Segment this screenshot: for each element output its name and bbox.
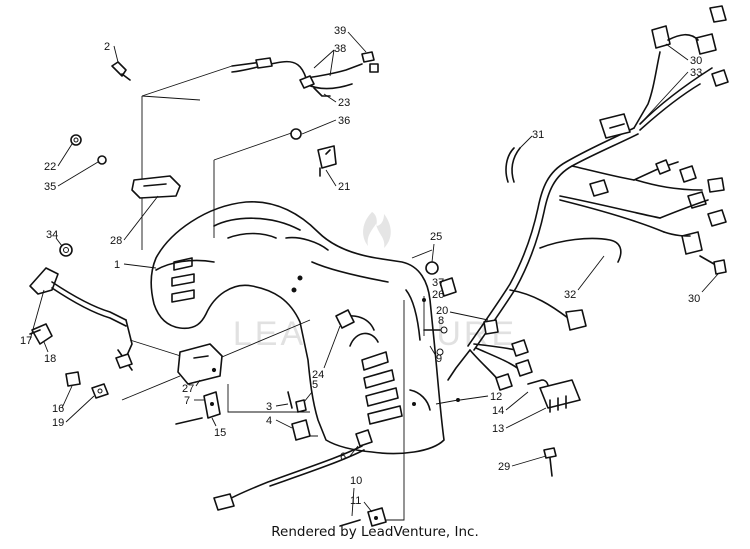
svg-text:20: 20 xyxy=(436,305,448,317)
svg-text:1: 1 xyxy=(114,259,120,271)
callout-13: 13 xyxy=(492,407,547,435)
svg-text:24: 24 xyxy=(312,369,324,381)
svg-text:9: 9 xyxy=(436,353,442,365)
callout-8: 8 xyxy=(438,315,444,327)
callouts: 1 2 3 4 5 6 7 8 9 xyxy=(20,25,719,517)
callout-31: 31 xyxy=(519,129,544,149)
svg-text:39: 39 xyxy=(334,25,346,37)
svg-text:27: 27 xyxy=(182,383,194,395)
callout-26: 26 xyxy=(432,289,444,301)
callout-24: 24 xyxy=(312,325,341,381)
svg-text:8: 8 xyxy=(438,315,444,327)
svg-text:33: 33 xyxy=(690,67,702,79)
svg-text:4: 4 xyxy=(266,415,272,427)
callout-23: 23 xyxy=(323,93,350,109)
top-wiring xyxy=(70,51,379,199)
callout-14: 14 xyxy=(492,391,529,417)
svg-text:30: 30 xyxy=(688,293,700,305)
callout-17: 17 xyxy=(20,289,45,347)
svg-text:6: 6 xyxy=(340,451,346,463)
callout-37: 37 xyxy=(432,277,444,289)
callout-2: 2 xyxy=(104,41,119,63)
callout-32: 32 xyxy=(564,255,605,301)
svg-text:19: 19 xyxy=(52,417,64,429)
svg-text:16: 16 xyxy=(52,403,64,415)
svg-text:25: 25 xyxy=(430,231,442,243)
svg-text:22: 22 xyxy=(44,161,56,173)
svg-text:26: 26 xyxy=(432,289,444,301)
svg-text:36: 36 xyxy=(338,115,350,127)
callout-9: 9 xyxy=(436,353,442,365)
callout-25: 25 xyxy=(430,231,442,263)
svg-text:10: 10 xyxy=(350,475,362,487)
svg-text:3: 3 xyxy=(266,401,272,413)
callout-19: 19 xyxy=(52,395,95,429)
svg-text:28: 28 xyxy=(110,235,122,247)
svg-text:11: 11 xyxy=(350,495,361,507)
svg-text:23: 23 xyxy=(338,97,350,109)
svg-text:18: 18 xyxy=(44,353,56,365)
wiring-harness xyxy=(422,5,729,477)
callout-4: 4 xyxy=(266,415,293,429)
callout-10: 10 xyxy=(350,475,362,517)
svg-text:29: 29 xyxy=(498,461,510,473)
callout-30a: 30 xyxy=(665,43,702,67)
callout-12: 12 xyxy=(459,391,502,403)
callout-6: 6 xyxy=(340,445,359,463)
svg-text:21: 21 xyxy=(338,181,350,193)
svg-text:12: 12 xyxy=(490,391,502,403)
svg-text:17: 17 xyxy=(20,335,32,347)
footer-credit: Rendered by LeadVenture, Inc. xyxy=(271,524,479,540)
front-panel-hood xyxy=(150,201,445,455)
callout-21: 21 xyxy=(325,169,350,193)
svg-text:34: 34 xyxy=(46,229,58,241)
callout-34: 34 xyxy=(46,229,63,247)
svg-text:38: 38 xyxy=(334,43,346,55)
svg-text:2: 2 xyxy=(104,41,110,53)
svg-text:30: 30 xyxy=(690,55,702,67)
callout-16: 16 xyxy=(52,385,73,415)
svg-text:31: 31 xyxy=(532,129,544,141)
svg-text:5: 5 xyxy=(312,379,318,391)
callout-20: 20 xyxy=(436,305,489,321)
callout-27: 27 xyxy=(182,379,201,395)
svg-text:15: 15 xyxy=(214,427,226,439)
svg-text:13: 13 xyxy=(492,423,504,435)
callout-30b: 30 xyxy=(688,273,719,305)
svg-text:37: 37 xyxy=(432,277,444,289)
callout-28: 28 xyxy=(110,195,159,247)
flame-logo-icon xyxy=(363,212,391,248)
callout-39: 39 xyxy=(334,25,367,53)
left-components xyxy=(29,243,223,425)
callout-38: 38 xyxy=(313,43,346,77)
callout-7: 7 xyxy=(184,395,204,407)
callout-33: 33 xyxy=(639,67,702,125)
svg-text:14: 14 xyxy=(492,405,504,417)
callout-36: 36 xyxy=(301,115,350,135)
callout-29: 29 xyxy=(498,455,547,473)
callout-35: 35 xyxy=(44,161,99,193)
callout-22: 22 xyxy=(44,143,73,173)
callout-3: 3 xyxy=(266,401,289,413)
svg-text:35: 35 xyxy=(44,181,56,193)
callout-11: 11 xyxy=(350,495,373,513)
svg-text:32: 32 xyxy=(564,289,576,301)
callout-18: 18 xyxy=(43,341,56,365)
callout-15: 15 xyxy=(211,417,226,439)
callout-1: 1 xyxy=(114,259,157,271)
lower-components xyxy=(213,309,387,527)
callout-5: 5 xyxy=(303,379,318,403)
svg-text:7: 7 xyxy=(184,395,190,407)
